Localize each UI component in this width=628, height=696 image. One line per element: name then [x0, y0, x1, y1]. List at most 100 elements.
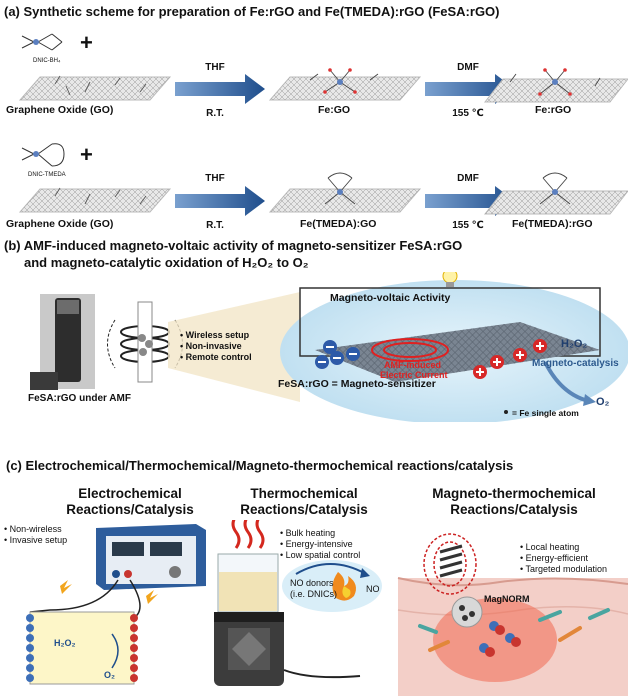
row1-end-label: Fe:rGO [535, 104, 572, 116]
current-label-2: Electric Current [380, 370, 448, 380]
col2-title-1: Thermochemical [250, 486, 358, 501]
section-a-title: (a) Synthetic scheme for preparation of … [4, 4, 500, 19]
col2-bullet-2: Energy-intensive [280, 539, 360, 550]
row1-start-label: Graphene Oxide (GO) [6, 104, 114, 116]
col1-title-1: Electrochemical [78, 486, 182, 501]
dnic-tmeda-molecule [21, 143, 65, 167]
electrode-right [130, 614, 138, 682]
magnet-coil [423, 533, 477, 595]
donor-label-2: (i.e. DNICs) [290, 589, 337, 599]
magnorm-label: MagNORM [484, 594, 530, 604]
row2-plus: + [80, 142, 93, 167]
spark-icons [60, 580, 158, 604]
col3-bullet-2: Energy-efficient [520, 553, 607, 564]
particles [138, 334, 153, 356]
positive-charges [473, 339, 547, 379]
plate-cord [283, 669, 361, 679]
vial-photo [30, 294, 95, 390]
row1-step1-bottom: R.T. [206, 108, 224, 119]
row1-step2-bottom: 155 ℃ [452, 108, 484, 119]
row2-step2-top: DMF [457, 173, 479, 184]
row1-scheme [18, 33, 628, 104]
col1-bullet-2: Invasive setup [4, 535, 68, 546]
fe-tmeda-rgo-sheet [483, 172, 628, 215]
col2-bullet-1: Bulk heating [280, 528, 360, 539]
row2-start-label: Graphene Oxide (GO) [6, 218, 114, 230]
row1-reagent-label: DNIC-BH₄ [33, 58, 61, 64]
sensitizer-label: FeSA:rGO = Magneto-sensitizer [278, 378, 436, 390]
section-b-bullets: Wireless setup Non-invasive Remote contr… [180, 330, 252, 363]
fibers [418, 608, 610, 652]
current-label-1: AMF-induced [384, 360, 441, 370]
section-b-title-2: and magneto-catalytic oxidation of H₂O₂ … [24, 255, 309, 270]
h2o2-label: H₂O₂ [561, 338, 588, 350]
fe-rgo-sheet [483, 68, 628, 103]
magneto-voltaic-label: Magneto-voltaic Activity [330, 292, 451, 304]
dnic-bh4-molecule [21, 33, 63, 51]
section-b-title-1: (b) AMF-induced magneto-voltaic activity… [4, 238, 463, 253]
col2-bullets: Bulk heating Energy-intensive Low spatia… [280, 528, 361, 561]
row2-mid-label: Fe(TMEDA):GO [300, 218, 377, 230]
row2-reagent-label: DNIC-TMEDA [28, 172, 66, 178]
col1-bullets: Non-wireless Invasive setup [4, 524, 68, 546]
col1-title: Electrochemical Reactions/Catalysis [40, 486, 220, 518]
current-loop [371, 338, 449, 362]
arrow-1 [175, 74, 265, 104]
col1-title-2: Reactions/Catalysis [66, 502, 194, 517]
electrolyte-cell [29, 611, 135, 685]
col2-title-2: Reactions/Catalysis [240, 502, 368, 517]
hot-plate [214, 612, 284, 686]
no-molecules [479, 621, 521, 657]
donor-label-1: NO donors [290, 578, 334, 588]
bullet-remote: Remote control [180, 352, 252, 363]
col3-bullet-1: Local heating [520, 542, 607, 553]
go-sheet-1 [18, 75, 172, 101]
coil-body [439, 544, 463, 578]
col2-title: Thermochemical Reactions/Catalysis [214, 486, 394, 518]
row1-step1-top: THF [205, 62, 225, 73]
row1-mid-label: Fe:GO [318, 104, 351, 116]
section-c-figure [26, 520, 628, 696]
wire-left [29, 579, 119, 613]
reaction-arrow [111, 633, 119, 669]
electrode-left [26, 614, 34, 682]
o2-label: O₂ [596, 396, 610, 408]
fe-tmeda-go-sheet [268, 172, 422, 213]
magnorm-particle [451, 596, 483, 628]
arrow-3 [175, 186, 265, 216]
flame-icon [332, 572, 356, 601]
catalysis-label: Magneto-catalysis [532, 358, 619, 369]
donor-bubble [282, 560, 382, 612]
cell-h2o2: H₂O₂ [54, 638, 76, 648]
col3-title-1: Magneto-thermochemical [432, 486, 596, 501]
arrow-2 [425, 74, 515, 104]
section-c-title: (c) Electrochemical/Thermochemical/Magne… [6, 458, 514, 473]
fe-go-sheet [268, 68, 422, 101]
bullet-wireless: Wireless setup [180, 330, 252, 341]
bullet-noninvasive: Non-invasive [180, 341, 252, 352]
fe-note: = Fe single atom [512, 408, 579, 418]
row1-step2-top: DMF [457, 62, 479, 73]
arrow-4 [425, 186, 515, 216]
power-supply [96, 524, 206, 590]
col3-bullet-3: Targeted modulation [520, 564, 608, 575]
cell-o2: O₂ [104, 670, 115, 680]
row2-step1-top: THF [205, 173, 225, 184]
catalysis-arrow [543, 361, 586, 402]
row2-end-label: Fe(TMEDA):rGO [512, 218, 593, 230]
fe-dot [504, 410, 508, 414]
heat-waves-icon [231, 520, 265, 549]
row2-step2-bottom: 155 ℃ [452, 220, 484, 231]
lightbulb-icon [442, 272, 458, 287]
col3-title-2: Reactions/Catalysis [450, 502, 578, 517]
row1-plus: + [80, 30, 93, 55]
go-sheet-2 [18, 187, 172, 213]
col3-bullets: Local heating Energy-efficient Targeted … [520, 542, 608, 575]
col3-title: Magneto-thermochemical Reactions/Catalys… [400, 486, 628, 518]
beaker [217, 553, 279, 613]
col1-bullet-1: Non-wireless [4, 524, 67, 535]
vial-caption: FeSA:rGO under AMF [28, 393, 131, 404]
col2-bullet-3: Low spatial control [280, 550, 361, 561]
row2-step1-bottom: R.T. [206, 220, 224, 231]
no-label: NO [366, 584, 380, 594]
